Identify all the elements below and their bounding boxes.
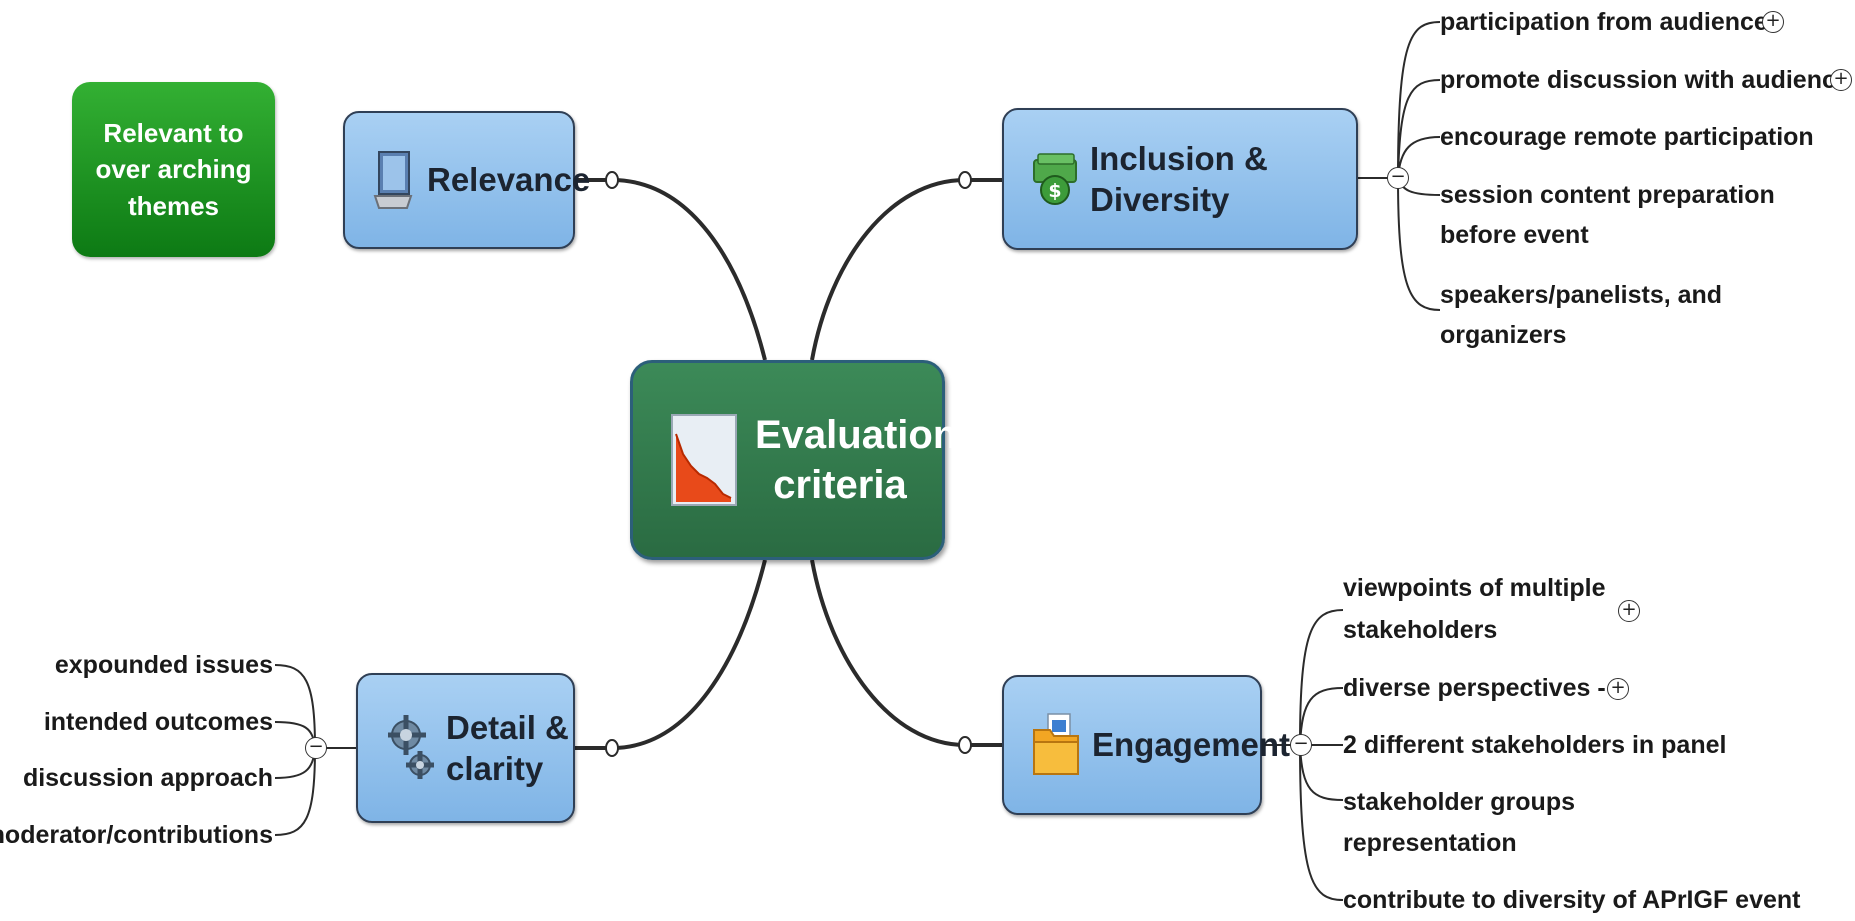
topic-engagement-label: Engagement [1092,726,1291,764]
expand-participation-toggle[interactable]: + [1762,11,1784,33]
expand-viewpoints-toggle[interactable]: + [1618,600,1640,622]
topic-detail-clarity[interactable]: Detail & clarity [356,673,575,823]
topic-inclusion-diversity[interactable]: $ Inclusion & Diversity [1002,108,1358,250]
callout-line-3: themes [127,190,220,221]
collapse-detail-toggle[interactable]: − [305,737,327,759]
topic-detail-label: Detail & clarity [446,707,569,790]
topic-detail-line-1: Detail & [446,708,569,746]
collapse-engagement-toggle[interactable]: − [1290,734,1312,756]
expand-diverse-toggle[interactable]: + [1607,678,1629,700]
central-line-1: Evaluation [755,413,958,457]
leaf-speakers-line-1[interactable]: speakers/panelists, and [1440,281,1723,309]
topic-engagement[interactable]: Engagement [1002,675,1290,815]
central-topic[interactable]: Evaluation criteria [630,360,958,560]
leaf-stakeholder-groups-line-2[interactable]: representation [1343,829,1517,857]
leaf-stakeholder-groups-line-1[interactable]: stakeholder groups [1343,788,1575,816]
central-line-2: criteria [773,463,907,507]
leaf-moderator-contributions[interactable]: moderator/contributions [0,821,273,849]
svg-text:$: $ [1048,180,1061,202]
leaf-encourage-remote[interactable]: encourage remote participation [1440,123,1814,151]
folder-icon [1032,712,1080,778]
leaf-session-content-line-2[interactable]: before event [1440,221,1589,249]
leaf-viewpoints-line-1[interactable]: viewpoints of multiple [1343,574,1606,602]
callout-line-1: Relevant to [103,117,244,148]
collapse-inclusion-toggle[interactable]: − [1387,167,1409,189]
leaf-two-stakeholders[interactable]: 2 different stakeholders in panel [1343,731,1727,759]
leaf-discussion-approach[interactable]: discussion approach [22,764,273,792]
topic-relevance-label: Relevance [427,161,591,199]
leaf-contribute-diversity[interactable]: contribute to diversity of APrIGF event [1343,886,1801,914]
leaf-expounded-issues[interactable]: expounded issues [54,651,273,679]
leaf-diverse-perspectives[interactable]: diverse perspectives - [1343,674,1606,702]
topic-relevance[interactable]: Relevance [343,111,590,249]
topic-inclusion-label: Inclusion & Diversity [1090,139,1268,218]
leaf-promote-discussion[interactable]: promote discussion with audience [1440,66,1850,94]
central-topic-label: Evaluation criteria [755,410,958,510]
expand-promote-toggle[interactable]: + [1830,69,1852,91]
laptop-icon [373,148,413,212]
topic-detail-line-2: clarity [446,750,544,787]
callout-note[interactable]: Relevant to over arching themes [72,82,275,257]
leaf-session-content-line-1[interactable]: session content preparation [1440,181,1775,209]
money-icon: $ [1032,148,1078,210]
chart-icon [671,414,737,506]
leaf-participation-from-audience[interactable]: participation from audience [1440,8,1768,36]
leaf-viewpoints-line-2[interactable]: stakeholders [1343,616,1498,644]
callout-line-2: over arching [95,154,252,185]
leaf-speakers-line-2[interactable]: organizers [1440,321,1567,349]
gears-icon [388,709,434,787]
leaf-intended-outcomes[interactable]: intended outcomes [43,708,273,736]
